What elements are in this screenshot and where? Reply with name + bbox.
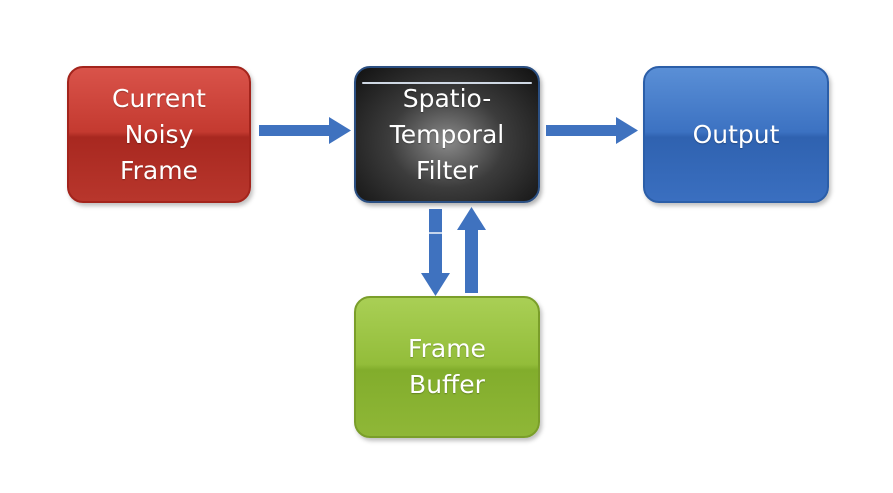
- spatio-temporal-filter-label: Spatio- Temporal Filter: [389, 83, 505, 185]
- arrow-input-to-filter: [259, 117, 351, 144]
- spatio-temporal-filter-node: Spatio- Temporal Filter: [354, 66, 540, 203]
- arrow-filter-to-buffer: [421, 209, 450, 296]
- output-label: Output: [692, 119, 780, 149]
- current-noisy-frame-node: Current Noisy Frame: [67, 66, 251, 203]
- current-noisy-frame-label: Current Noisy Frame: [112, 83, 206, 185]
- frame-buffer-label: Frame Buffer: [408, 334, 486, 399]
- output-node: Output: [643, 66, 829, 203]
- frame-buffer-node: Frame Buffer: [354, 296, 540, 438]
- arrow-filter-to-output: [546, 117, 638, 144]
- arrow-buffer-to-filter: [457, 207, 486, 293]
- filter-rim-highlight: [362, 82, 532, 84]
